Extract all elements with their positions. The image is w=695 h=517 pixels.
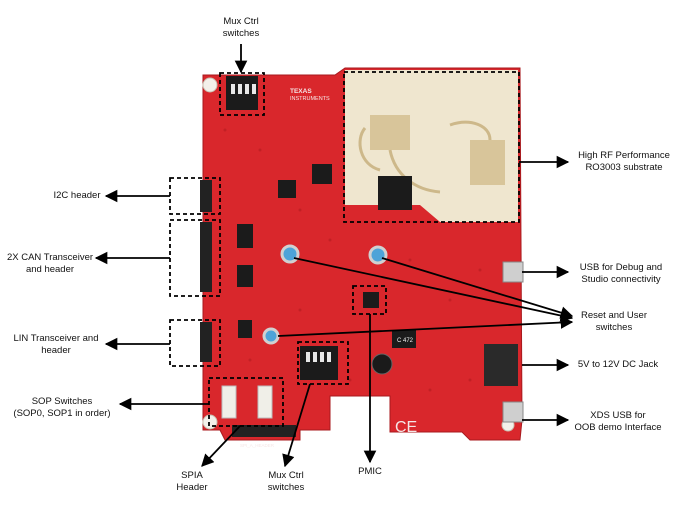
board-chips xyxy=(226,76,518,386)
ce-mark: CE xyxy=(395,419,417,436)
label-mux-ctrl-top-l2: switches xyxy=(222,28,260,39)
label-dc-l1: 5V to 12V DC Jack xyxy=(577,359,659,370)
label-sop-l2: (SOP0, SOP1 in order) xyxy=(13,408,111,419)
label-pmic-l1: PMIC xyxy=(358,466,382,477)
label-mux-ctrl-bottom-l2: switches xyxy=(267,482,305,493)
brand-line1: TEXAS xyxy=(290,88,312,95)
label-reset-user: Reset and User switches xyxy=(574,310,654,334)
label-spia-l1: SPIA xyxy=(181,470,203,481)
label-reset-l1: Reset and User xyxy=(580,310,647,321)
label-can-l1: 2X CAN Transceiver xyxy=(6,252,94,263)
label-spia-l2: Header xyxy=(176,482,208,493)
label-mux-ctrl-top-l1: Mux Ctrl xyxy=(223,16,259,27)
label-rf-l1: High RF Performance xyxy=(578,150,670,161)
label-usb-debug-l2: Studio connectivity xyxy=(581,274,661,285)
label-rf-substrate: High RF Performance RO3003 substrate xyxy=(570,150,678,174)
mux-ctrl-bottom-box xyxy=(297,341,349,385)
label-i2c-header: I2C header xyxy=(50,190,104,202)
brand-line2: INSTRUMENTS xyxy=(290,96,330,102)
label-mux-ctrl-bottom: Mux Ctrl switches xyxy=(262,470,310,494)
label-usb-debug: USB for Debug and Studio connectivity xyxy=(570,262,672,286)
label-mux-ctrl-top: Mux Ctrl switches xyxy=(218,16,264,40)
label-lin-l1: LIN Transceiver and xyxy=(13,333,99,344)
label-mux-ctrl-bottom-l1: Mux Ctrl xyxy=(268,470,304,481)
label-can-transceiver: 2X CAN Transceiver and header xyxy=(6,252,94,276)
label-lin-l2: header xyxy=(41,345,71,356)
label-can-l2: and header xyxy=(25,264,75,275)
label-xds-usb: XDS USB for OOB demo Interface xyxy=(570,410,666,434)
label-xds-l2: OOB demo Interface xyxy=(574,422,662,433)
label-rf-l2: RO3003 substrate xyxy=(585,162,663,173)
label-dc-jack: 5V to 12V DC Jack xyxy=(570,359,666,371)
label-xds-l1: XDS USB for xyxy=(590,410,646,421)
spia-silk: SPI_A_HEADER xyxy=(240,443,275,448)
lin-box xyxy=(169,319,221,367)
rf-box xyxy=(343,71,520,223)
label-reset-l2: switches xyxy=(595,322,633,333)
label-sop-switches: SOP Switches (SOP0, SOP1 in order) xyxy=(6,396,118,420)
label-spia-header: SPIA Header xyxy=(170,470,214,494)
part-label: C 472 xyxy=(397,338,414,344)
label-i2c-l1: I2C header xyxy=(53,190,101,201)
label-usb-debug-l1: USB for Debug and xyxy=(579,262,663,273)
callout-arrows xyxy=(94,44,574,468)
rf-substrate xyxy=(345,70,518,222)
highlight-boxes xyxy=(169,71,520,427)
label-pmic: PMIC xyxy=(354,466,386,478)
sop-box xyxy=(208,377,284,427)
label-lin-transceiver: LIN Transceiver and header xyxy=(8,333,104,357)
label-sop-l1: SOP Switches xyxy=(31,396,93,407)
